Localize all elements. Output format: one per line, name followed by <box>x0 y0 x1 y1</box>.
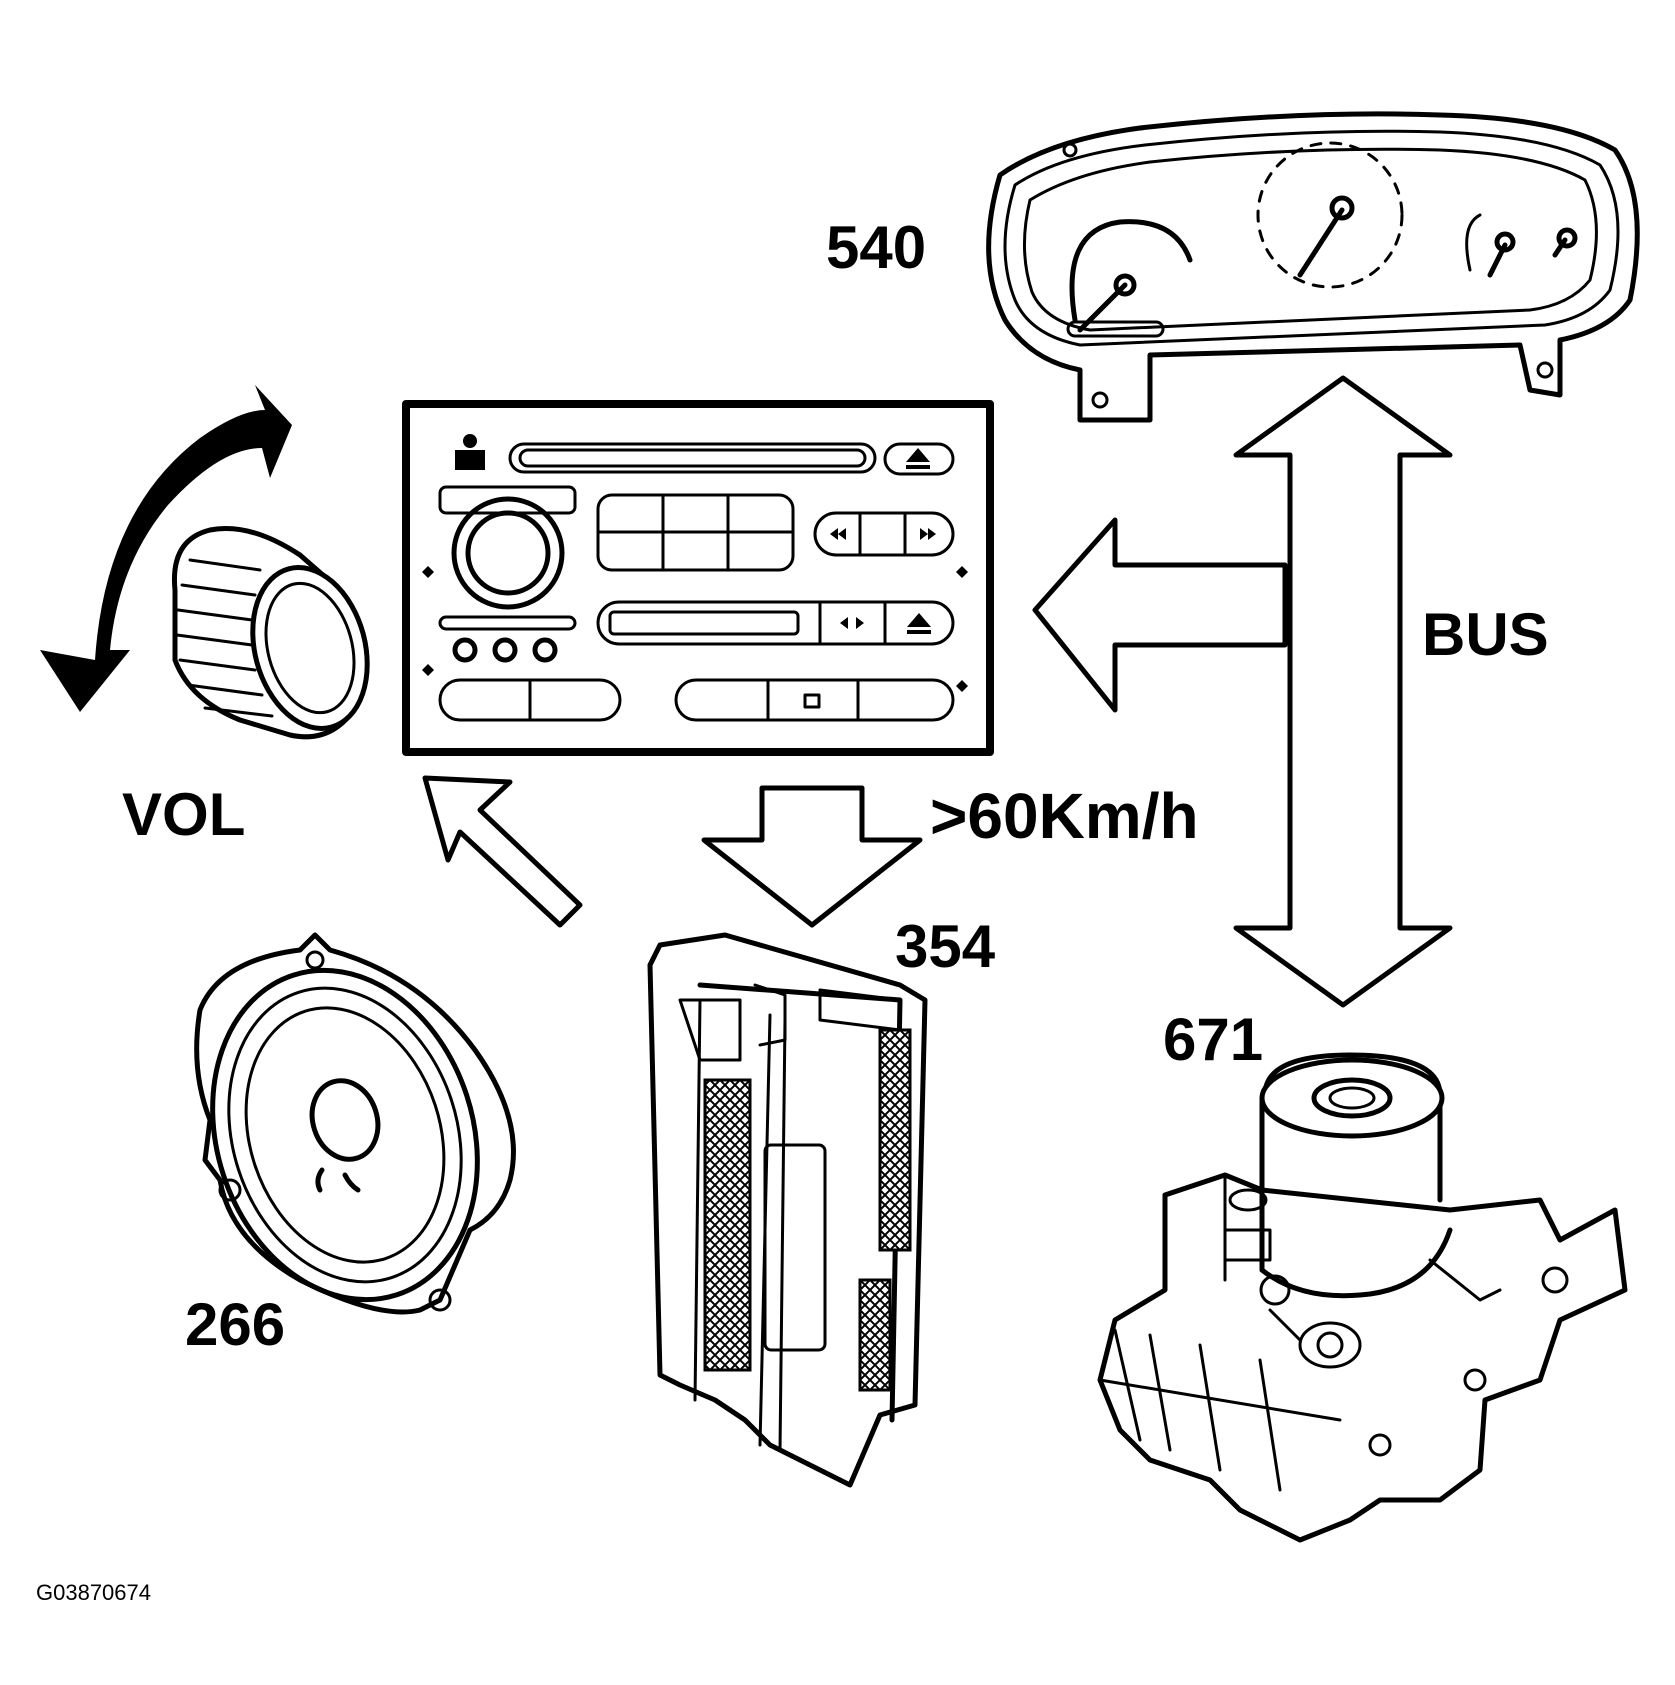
label-speed-condition: >60Km/h <box>930 780 1199 852</box>
speaker <box>194 932 516 1315</box>
amplifier-grille <box>703 1028 912 1392</box>
radio-to-bus-arrow <box>1032 517 1288 713</box>
figure-id: G03870674 <box>36 1580 151 1605</box>
bus-double-arrow <box>1233 375 1453 1008</box>
instrument-cluster <box>986 111 1640 423</box>
label-540: 540 <box>826 214 926 281</box>
abs-module <box>1097 1052 1628 1543</box>
radio-to-speaker-arrow <box>422 775 583 928</box>
volume-knob <box>171 525 370 740</box>
amplifier <box>647 932 928 1488</box>
volume-rotation-arrow <box>40 385 292 712</box>
label-354: 354 <box>895 913 996 980</box>
label-671: 671 <box>1163 1006 1263 1073</box>
label-bus: BUS <box>1422 601 1549 668</box>
radio-to-amplifier-arrow <box>701 785 923 928</box>
label-vol: VOL <box>122 781 245 848</box>
radio-head-unit <box>402 400 994 756</box>
label-266: 266 <box>185 1291 285 1358</box>
